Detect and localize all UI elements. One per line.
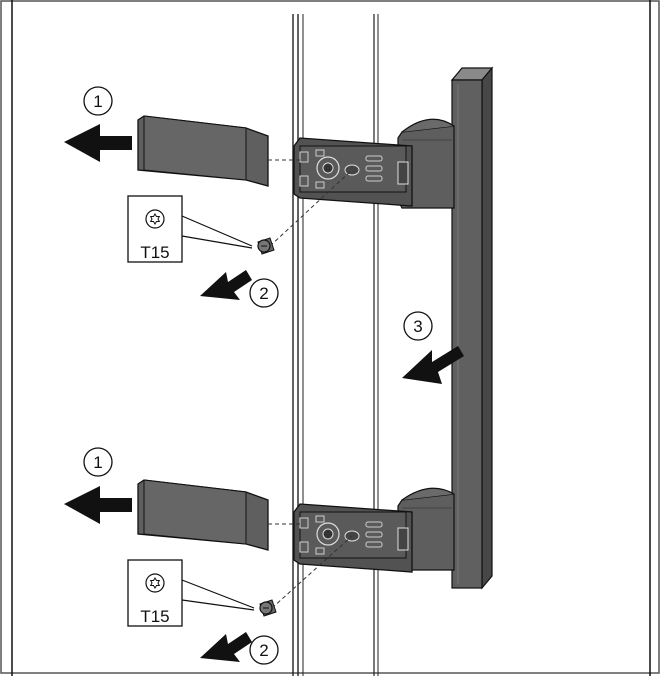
torx-icon: [145, 573, 165, 593]
step-marker-2-bottom: 2: [249, 635, 279, 665]
mounting-bracket-top: [293, 137, 413, 207]
step-number: 1: [93, 92, 102, 111]
pull-arrow-bottom: [64, 486, 132, 524]
step-marker-2-top: 2: [249, 278, 279, 308]
step-number: 3: [413, 317, 422, 336]
torx-screw-top: [257, 237, 275, 255]
step-marker-1-top: 1: [83, 86, 113, 116]
step-marker-1-bottom: 1: [83, 447, 113, 477]
cover-cap-top: [137, 115, 269, 187]
tool-badge-top: T15: [127, 195, 253, 263]
torx-screw-bottom: [259, 599, 277, 617]
alignment-lines: [268, 159, 353, 609]
step-number: 1: [93, 453, 102, 472]
pull-arrow-top: [64, 124, 132, 162]
step-number: 2: [259, 641, 268, 660]
cover-cap-bottom: [137, 479, 269, 551]
tool-badge-label: T15: [140, 607, 169, 626]
screw-arrow-top: [200, 270, 252, 300]
handle-arrow: [402, 346, 464, 384]
step-marker-3: 3: [403, 311, 433, 341]
tool-badge-bottom: T15: [127, 559, 255, 627]
step-number: 2: [259, 284, 268, 303]
torx-icon: [145, 209, 165, 229]
mounting-bracket-bottom: [293, 503, 413, 573]
tool-badge-label: T15: [140, 243, 169, 262]
screw-arrow-bottom: [200, 632, 252, 662]
